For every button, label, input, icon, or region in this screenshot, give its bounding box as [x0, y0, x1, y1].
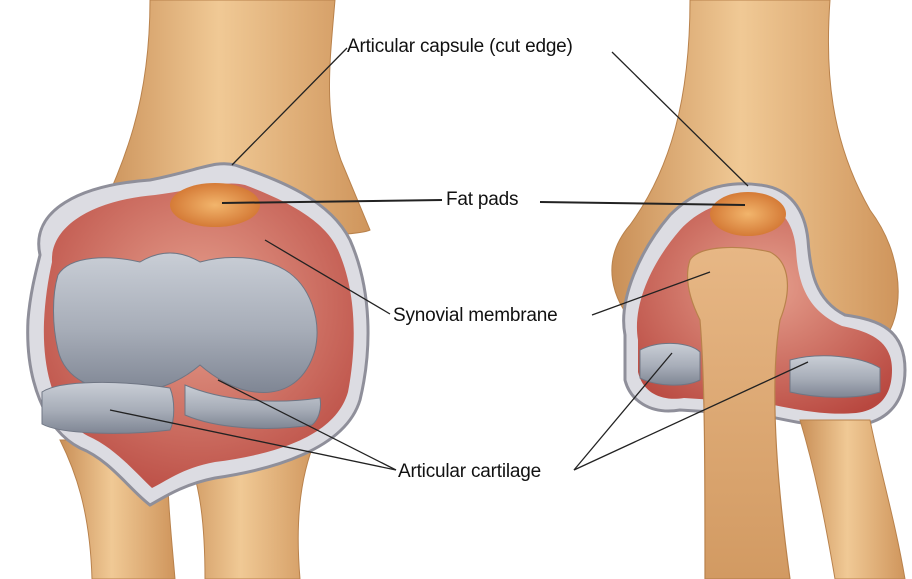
left-fat-pad — [170, 183, 260, 227]
left-humerus-cartilage — [54, 253, 317, 393]
label-articular-cartilage: Articular cartilage — [398, 461, 541, 483]
label-synovial-membrane: Synovial membrane — [393, 305, 558, 327]
left-radial-head-cartilage — [42, 382, 174, 433]
right-elbow-posterior — [612, 0, 905, 579]
right-olecranon-ulna — [688, 247, 790, 579]
label-articular-capsule: Articular capsule (cut edge) — [347, 36, 573, 58]
left-elbow-anterior — [28, 0, 370, 579]
right-ulnar-cartilage — [790, 356, 880, 397]
right-radius — [800, 420, 905, 579]
leader-cartilage-right1 — [574, 353, 672, 470]
right-radial-cartilage — [640, 343, 700, 385]
label-fat-pads: Fat pads — [446, 189, 518, 211]
right-fat-pad — [710, 192, 786, 236]
